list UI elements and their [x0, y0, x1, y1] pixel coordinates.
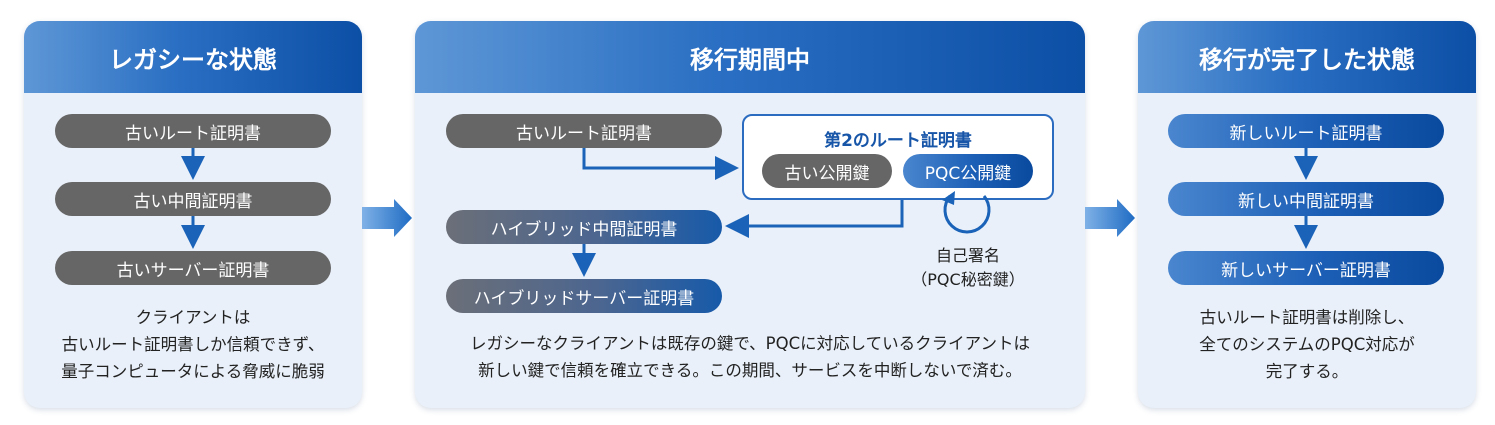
new-server-cert: 新しいサーバー証明書	[1168, 251, 1444, 285]
chevron-right-icon	[362, 199, 412, 237]
self-sign-line-1: 自己署名	[935, 246, 1000, 265]
pqc-public-key: PQC公開鍵	[903, 154, 1033, 188]
legacy-intermediate-cert: 古い中間証明書	[55, 182, 331, 216]
legacy-desc-line-2: 古いルート証明書しか信頼できず、	[61, 335, 325, 354]
legacy-server-cert: 古いサーバー証明書	[55, 251, 331, 285]
transition-desc-line-1: レガシーなクライアントは既存の鍵で、PQCに対応しているクライアントは	[470, 334, 1030, 353]
completed-desc-line-2: 全てのシステムのPQC対応が	[1199, 335, 1415, 354]
completed-desc-line-1: 古いルート証明書は削除し、	[1199, 308, 1415, 327]
transition-old-root-cert: 古いルート証明書	[446, 114, 722, 148]
transition-desc-line-2: 新しい鍵で信頼を確立できる。この期間、サービスを中断しないで済む。	[478, 361, 1022, 380]
self-sign-line-2: （PQC秘密鍵）	[911, 270, 1025, 289]
transition-description: レガシーなクライアントは既存の鍵で、PQCに対応しているクライアントは 新しい鍵…	[415, 330, 1085, 384]
old-root-to-second-root-arrow	[582, 148, 739, 180]
completed-description: 古いルート証明書は削除し、 全てのシステムのPQC対応が 完了する。	[1138, 304, 1476, 385]
second-root-to-hybrid-arrow	[725, 200, 904, 238]
legacy-desc-line-3: 量子コンピュータによる脅威に脆弱	[61, 362, 325, 381]
hybrid-server-cert: ハイブリッドサーバー証明書	[446, 279, 722, 313]
new-intermediate-cert: 新しい中間証明書	[1168, 182, 1444, 216]
second-root-cert-title: 第2のルート証明書	[824, 131, 972, 151]
legacy-root-cert: 古いルート証明書	[55, 114, 331, 148]
transition-panel-title: 移行期間中	[415, 21, 1085, 93]
legacy-panel-title: レガシーな状態	[24, 21, 362, 93]
chevron-right-icon	[1085, 199, 1135, 237]
legacy-desc-line-1: クライアントは	[135, 308, 251, 327]
self-sign-loop-icon	[943, 195, 991, 234]
old-public-key: 古い公開鍵	[762, 154, 892, 188]
self-sign-label: 自己署名 （PQC秘密鍵）	[893, 244, 1043, 292]
completed-panel-title: 移行が完了した状態	[1138, 21, 1476, 93]
legacy-description: クライアントは 古いルート証明書しか信頼できず、 量子コンピュータによる脅威に脆…	[24, 304, 362, 385]
hybrid-intermediate-cert: ハイブリッド中間証明書	[446, 210, 722, 244]
completed-desc-line-3: 完了する。	[1265, 362, 1349, 381]
new-root-cert: 新しいルート証明書	[1168, 114, 1444, 148]
self-sign-loop-arrowhead	[942, 191, 955, 205]
